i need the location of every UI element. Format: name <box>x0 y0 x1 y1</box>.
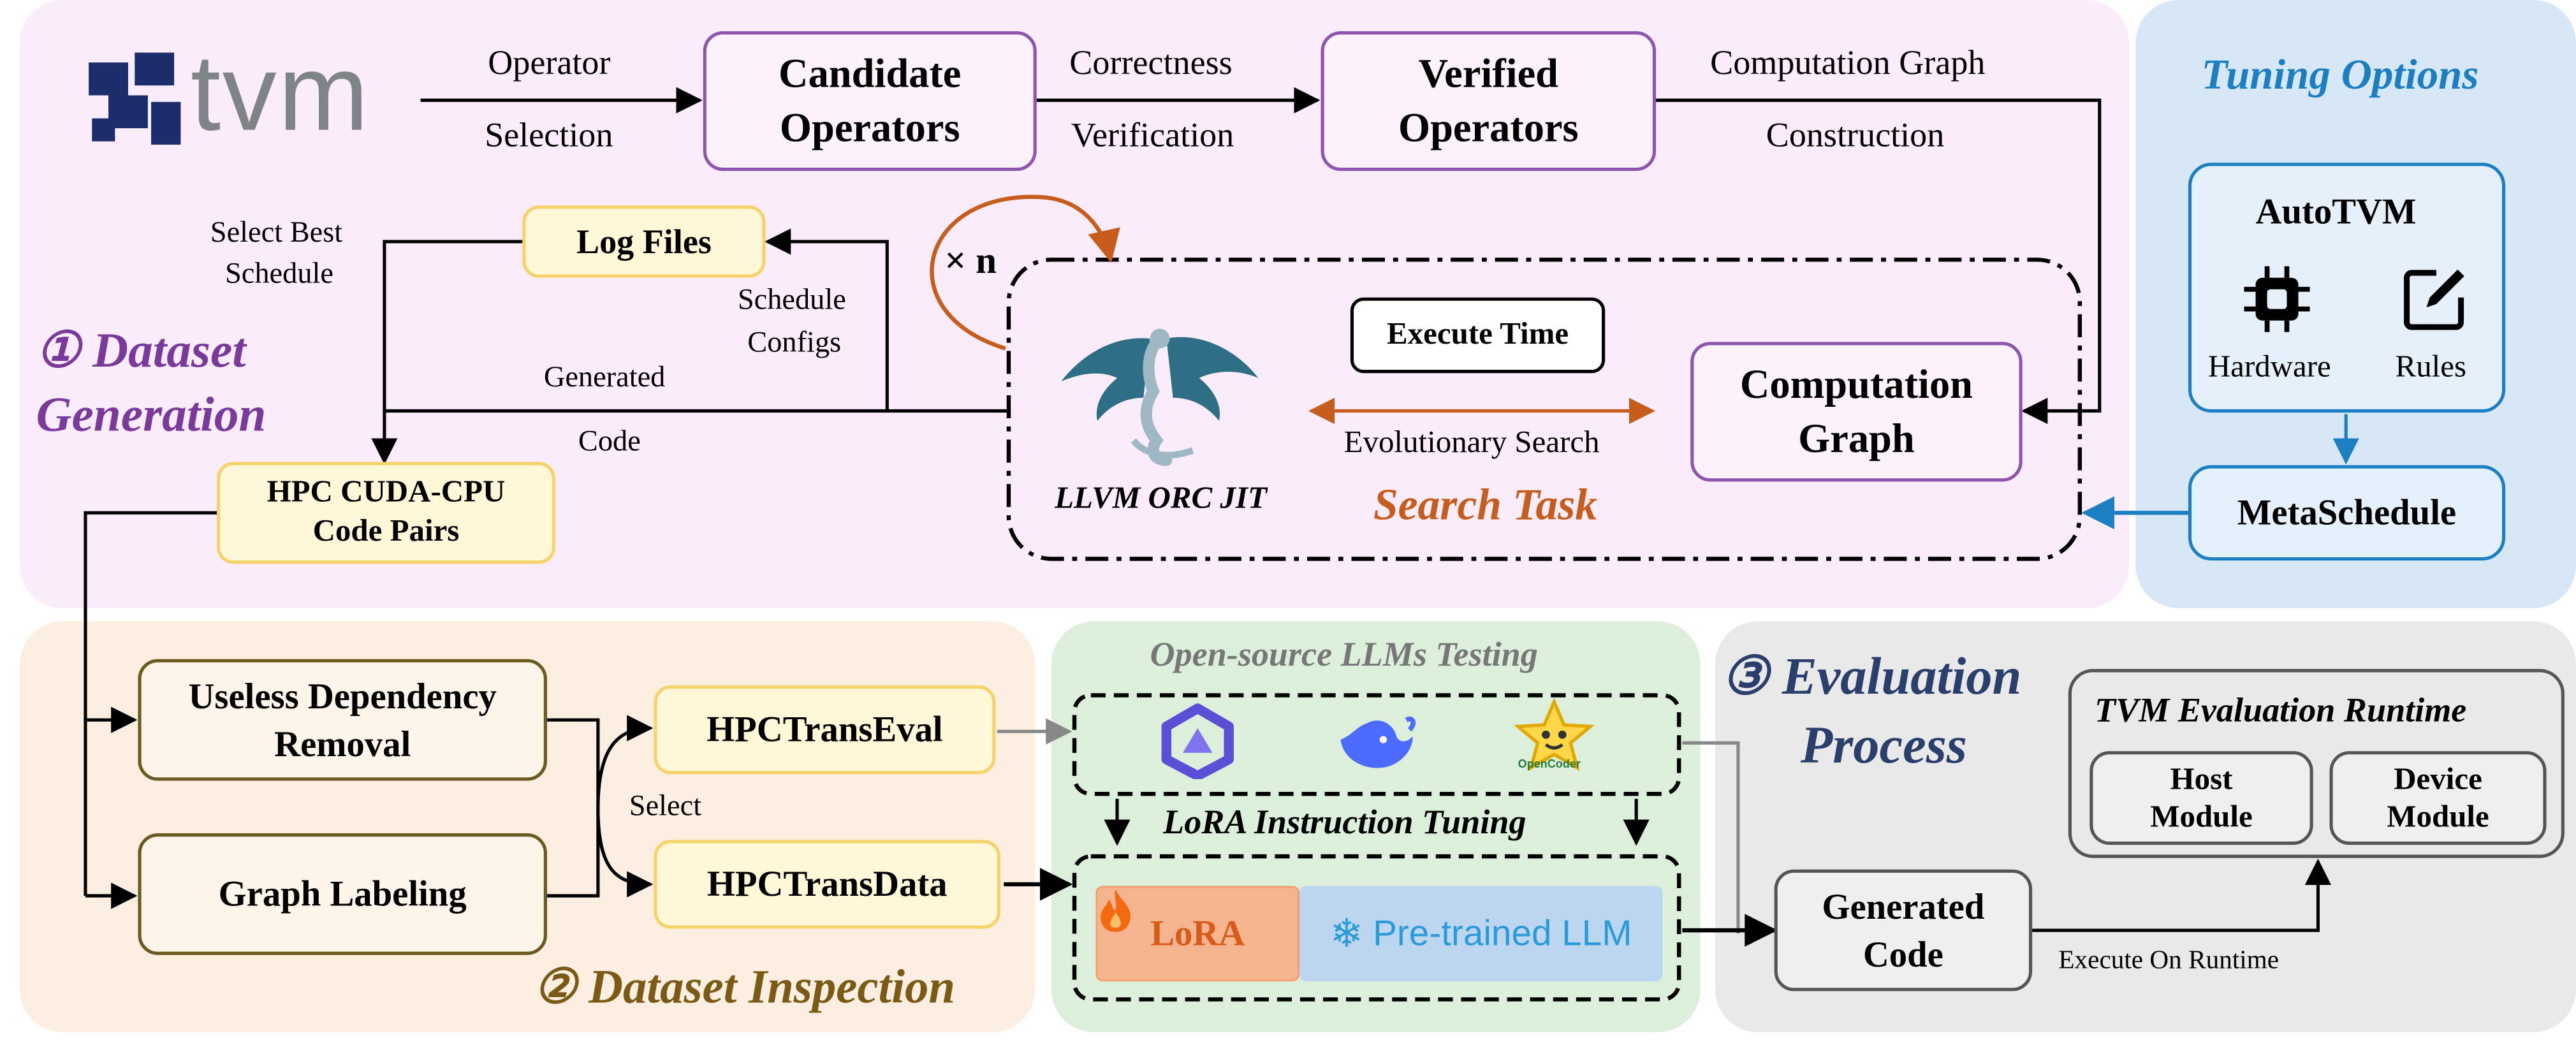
useless-removal-box: Useless Dependency Removal <box>138 659 547 781</box>
candidate-line2: Operators <box>779 106 960 150</box>
code-label: Code <box>578 424 641 457</box>
device-line1: Device <box>2394 761 2482 797</box>
useless-line2: Removal <box>274 723 411 764</box>
execute-time-box: Execute Time <box>1350 297 1606 374</box>
opencoder-caption: OpenCoder <box>1518 759 1581 771</box>
computation-graph-line2: Graph <box>1798 416 1915 462</box>
tvm-logo-text: tvm <box>190 31 370 153</box>
candidate-operators-box: Candidate Operators <box>703 31 1037 172</box>
llm-testing-title: Open-source LLMs Testing <box>1150 634 1538 674</box>
search-task-label: Search Task <box>1373 479 1598 530</box>
log-files-box: Log Files <box>522 205 766 278</box>
llvm-label: LLVM ORC JIT <box>1055 481 1267 516</box>
lora-tuning-label: LoRA Instruction Tuning <box>1163 802 1526 842</box>
correctness-label: Correctness <box>1069 43 1233 82</box>
execute-on-runtime-label: Execute On Runtime <box>2058 946 2280 975</box>
hardware-icon <box>2241 263 2313 335</box>
tvm-logo: tvm <box>85 31 430 154</box>
rules-label: Rules <box>2395 350 2467 385</box>
fire-icon <box>1101 889 1131 932</box>
dataset-generation-label-2: Generation <box>36 388 267 442</box>
graph-labeling-box: Graph Labeling <box>138 833 547 955</box>
generated-code-line1: Generated <box>1822 886 1985 927</box>
runtime-title: TVM Evaluation Runtime <box>2095 690 2467 730</box>
qwen-icon <box>1160 703 1236 779</box>
schedule-configs-line2: Configs <box>747 325 842 359</box>
computation-graph-label: Computation Graph <box>1710 43 1986 82</box>
selection-label: Selection <box>485 115 613 155</box>
lora-label: LoRA <box>1150 912 1245 954</box>
verified-line2: Operators <box>1398 106 1579 150</box>
log-files-label: Log Files <box>576 221 712 261</box>
lora-box: LoRA <box>1095 886 1300 982</box>
construction-label: Construction <box>1766 115 1945 155</box>
code-pairs-line1: HPC CUDA-CPU <box>267 475 506 510</box>
device-module-box: Device Module <box>2329 751 2547 845</box>
tvm-logo-icon <box>89 52 181 145</box>
execute-time-label: Execute Time <box>1387 317 1569 352</box>
generated-code-line2: Code <box>1862 933 1943 975</box>
evaluation-label-2: Process <box>1800 715 1967 775</box>
schedule-configs-line1: Schedule <box>737 282 846 316</box>
schedule-label: Schedule <box>224 256 333 289</box>
rules-icon <box>2400 265 2469 333</box>
evolutionary-search-label: Evolutionary Search <box>1343 425 1600 460</box>
host-line2: Module <box>2150 800 2253 835</box>
hpctransdata-label: HPCTransData <box>706 863 948 904</box>
code-pairs-line2: Code Pairs <box>312 514 460 550</box>
dataset-generation-label-1: ① Dataset <box>36 323 246 378</box>
code-pairs-box: HPC CUDA-CPU Code Pairs <box>217 462 555 564</box>
metaschedule-label: MetaSchedule <box>2237 491 2457 533</box>
verification-label: Verification <box>1071 115 1234 155</box>
operator-label: Operator <box>488 43 611 82</box>
deepseek-icon <box>1334 710 1419 776</box>
computation-graph-box: Computation Graph <box>1690 342 2023 482</box>
autotvm-label: AutoTVM <box>2255 191 2417 232</box>
device-line2: Module <box>2387 800 2489 835</box>
hardware-label: Hardware <box>2207 350 2331 385</box>
select-label: Select <box>629 789 702 822</box>
pretrained-label: Pre-trained LLM <box>1373 912 1632 954</box>
llvm-dragon-icon <box>1051 322 1265 467</box>
metaschedule-box: MetaSchedule <box>2188 465 2506 561</box>
opencoder-icon: OpenCoder <box>1511 698 1597 781</box>
candidate-line1: Candidate <box>779 52 962 96</box>
dataset-inspection-label: ② Dataset Inspection <box>534 961 955 1014</box>
hpctranseval-label: HPCTransEval <box>706 708 943 750</box>
tuning-options-title: Tuning Options <box>2201 50 2479 99</box>
verified-operators-box: Verified Operators <box>1321 31 1657 172</box>
pretrained-llm-box: ❄ Pre-trained LLM <box>1299 886 1663 982</box>
computation-graph-line1: Computation <box>1739 362 1973 407</box>
snowflake-icon: ❄ <box>1329 911 1363 956</box>
select-best-label: Select Best <box>210 215 343 249</box>
hpctranseval-box: HPCTransEval <box>654 685 996 775</box>
times-n-label: × n <box>944 240 997 281</box>
autotvm-box <box>2188 163 2506 413</box>
graph-labeling-label: Graph Labeling <box>218 872 467 914</box>
hpctransdata-box: HPCTransData <box>654 840 1001 929</box>
generated-code-box: Generated Code <box>1774 869 2033 991</box>
generated-label: Generated <box>543 360 666 393</box>
host-line1: Host <box>2170 761 2233 797</box>
host-module-box: Host Module <box>2089 751 2313 845</box>
evaluation-label-1: ③ Evaluation <box>1722 646 2022 705</box>
useless-line1: Useless Dependency <box>188 675 497 717</box>
verified-line1: Verified <box>1418 52 1559 96</box>
